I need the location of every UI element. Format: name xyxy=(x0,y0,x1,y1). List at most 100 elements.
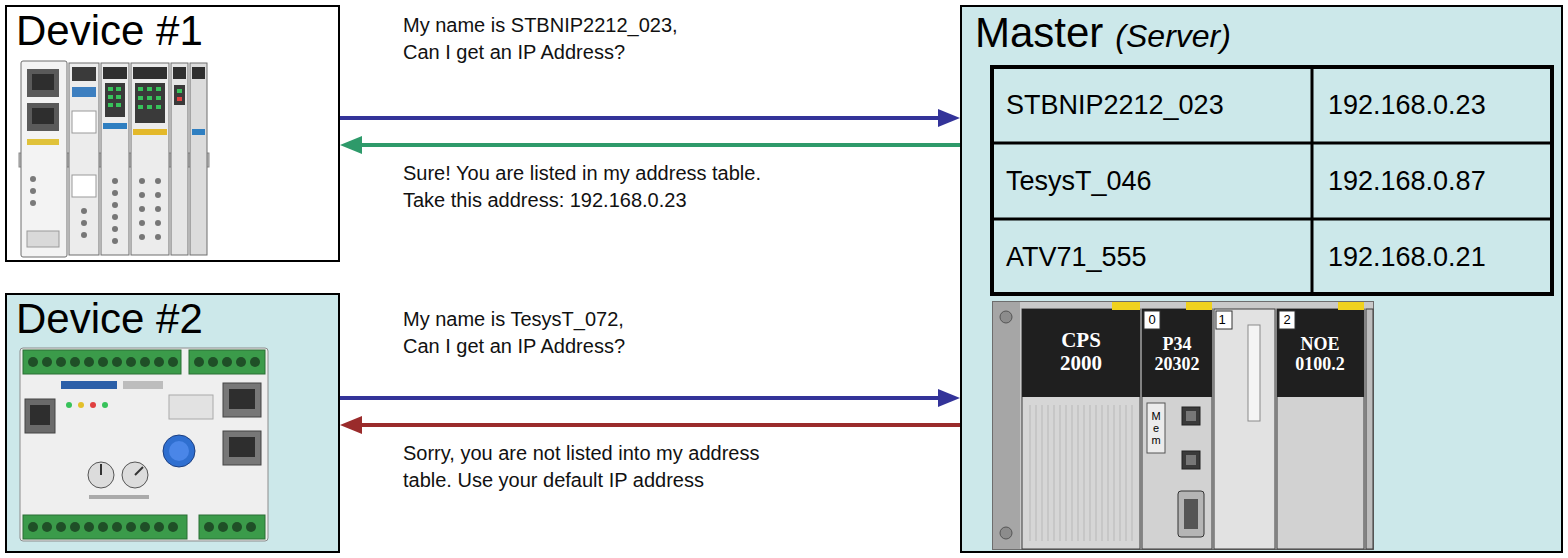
module-label: NOE 0100.2 xyxy=(1286,335,1354,375)
rack-end-plate xyxy=(993,302,1020,549)
io-module xyxy=(156,105,161,109)
table-cell-box: TesysT_046 xyxy=(1006,144,1296,218)
table-cell: 192.168.0.23 xyxy=(1328,90,1486,121)
io-module xyxy=(116,95,121,99)
empty-slot xyxy=(1214,309,1275,549)
status-leds xyxy=(66,402,108,408)
io-module xyxy=(138,96,143,100)
message-label: Sorry, you are not listed into my addres… xyxy=(403,442,759,491)
terminal-strip xyxy=(168,357,178,367)
status-leds xyxy=(66,402,72,408)
ethernet-module xyxy=(1277,309,1364,549)
brand-label xyxy=(61,381,117,389)
ethernet-module xyxy=(1277,302,1364,549)
memory-label: Mem xyxy=(1151,410,1162,446)
title-row: Device #1 xyxy=(16,7,203,55)
io-module xyxy=(173,67,186,79)
message-label-box: Sure! You are listed in my address table… xyxy=(403,160,783,214)
io-module xyxy=(101,63,129,255)
io-module xyxy=(112,214,118,220)
tesys-t-controller-illustration xyxy=(19,347,269,542)
terminal-strip xyxy=(140,522,150,532)
power-module xyxy=(81,208,87,214)
table-cell: 192.168.0.87 xyxy=(1328,166,1486,197)
terminal-strip xyxy=(199,515,265,539)
table-cell-box: STBNIP2212_023 xyxy=(1006,68,1296,142)
cpu-module xyxy=(1144,311,1160,329)
model-label xyxy=(123,381,163,389)
terminal-strip xyxy=(154,357,164,367)
terminal-strip xyxy=(168,522,178,532)
io-module xyxy=(174,85,185,105)
cpu-module xyxy=(1142,309,1212,397)
io-module xyxy=(139,234,145,240)
arrow-line xyxy=(360,423,960,427)
power-module xyxy=(69,63,99,255)
module-label-box: P34 20302 xyxy=(1149,335,1205,375)
table-cell: TesysT_046 xyxy=(1006,166,1152,197)
io-module xyxy=(177,89,182,93)
title-row: Master(Server) xyxy=(975,9,1231,57)
node-title: Device #2 xyxy=(16,295,203,343)
message-label-box: Sorry, you are not listed into my addres… xyxy=(403,440,788,494)
next-slot xyxy=(1366,309,1373,549)
terminal-strip xyxy=(42,357,52,367)
rj45-port xyxy=(223,431,261,465)
empty-slot xyxy=(1248,325,1260,421)
device-box: Device #1 xyxy=(5,5,340,262)
io-module xyxy=(116,87,121,91)
terminal-strip xyxy=(23,350,181,374)
rack-end-plate xyxy=(1000,527,1012,539)
rack-end-plate xyxy=(1000,311,1012,323)
power-supply-module xyxy=(1022,309,1140,549)
io-module xyxy=(112,202,118,208)
address-table-grid xyxy=(992,142,1552,145)
rj45-port xyxy=(25,399,55,433)
arrow-head xyxy=(340,416,362,434)
power-module xyxy=(72,87,96,97)
io-module xyxy=(138,105,143,109)
terminal-strip xyxy=(126,357,136,367)
title-row: Device #2 xyxy=(16,295,203,343)
terminal-strip xyxy=(70,522,80,532)
table-cell-box: ATV71_555 xyxy=(1006,220,1296,294)
terminal-strip xyxy=(208,357,218,367)
status-leds xyxy=(102,402,108,408)
module-label-box: NOE 0100.2 xyxy=(1286,335,1354,375)
table-cell: STBNIP2212_023 xyxy=(1006,90,1224,121)
io-module xyxy=(171,63,188,255)
terminal-strip xyxy=(84,357,94,367)
arrow-head xyxy=(340,136,362,154)
test-reset-button xyxy=(169,441,189,461)
slot-number: 0 xyxy=(1148,311,1155,329)
nim-module xyxy=(32,108,54,124)
node-title: Master xyxy=(975,9,1103,57)
terminal-strip xyxy=(112,522,122,532)
terminal-strip xyxy=(232,522,242,532)
end-module xyxy=(192,67,205,79)
terminal-strip xyxy=(250,357,260,367)
io-module xyxy=(147,105,152,109)
end-module xyxy=(190,63,207,255)
terminal-strip xyxy=(222,357,232,367)
message-label: My name is STBNIP2212_023, Can I get an … xyxy=(403,14,678,63)
terminal-strip xyxy=(189,350,265,374)
terminal-strip xyxy=(204,522,214,532)
ethernet-module xyxy=(1338,302,1364,310)
power-module xyxy=(72,67,96,81)
module-label: CPS 2000 xyxy=(1049,329,1113,375)
power-module xyxy=(72,111,96,133)
table-cell: 192.168.0.21 xyxy=(1328,242,1486,273)
rj45-port xyxy=(25,383,261,465)
empty-slot xyxy=(1216,311,1232,329)
ethernet-module xyxy=(1279,311,1295,329)
module-label: P34 20302 xyxy=(1149,335,1205,375)
io-module xyxy=(147,96,152,100)
io-module xyxy=(112,190,118,196)
cpu-module xyxy=(1186,411,1196,421)
io-module xyxy=(155,192,161,198)
io-module xyxy=(131,63,169,255)
io-module xyxy=(171,63,188,255)
terminal-strip xyxy=(28,357,38,367)
power-supply-module xyxy=(1112,302,1140,310)
